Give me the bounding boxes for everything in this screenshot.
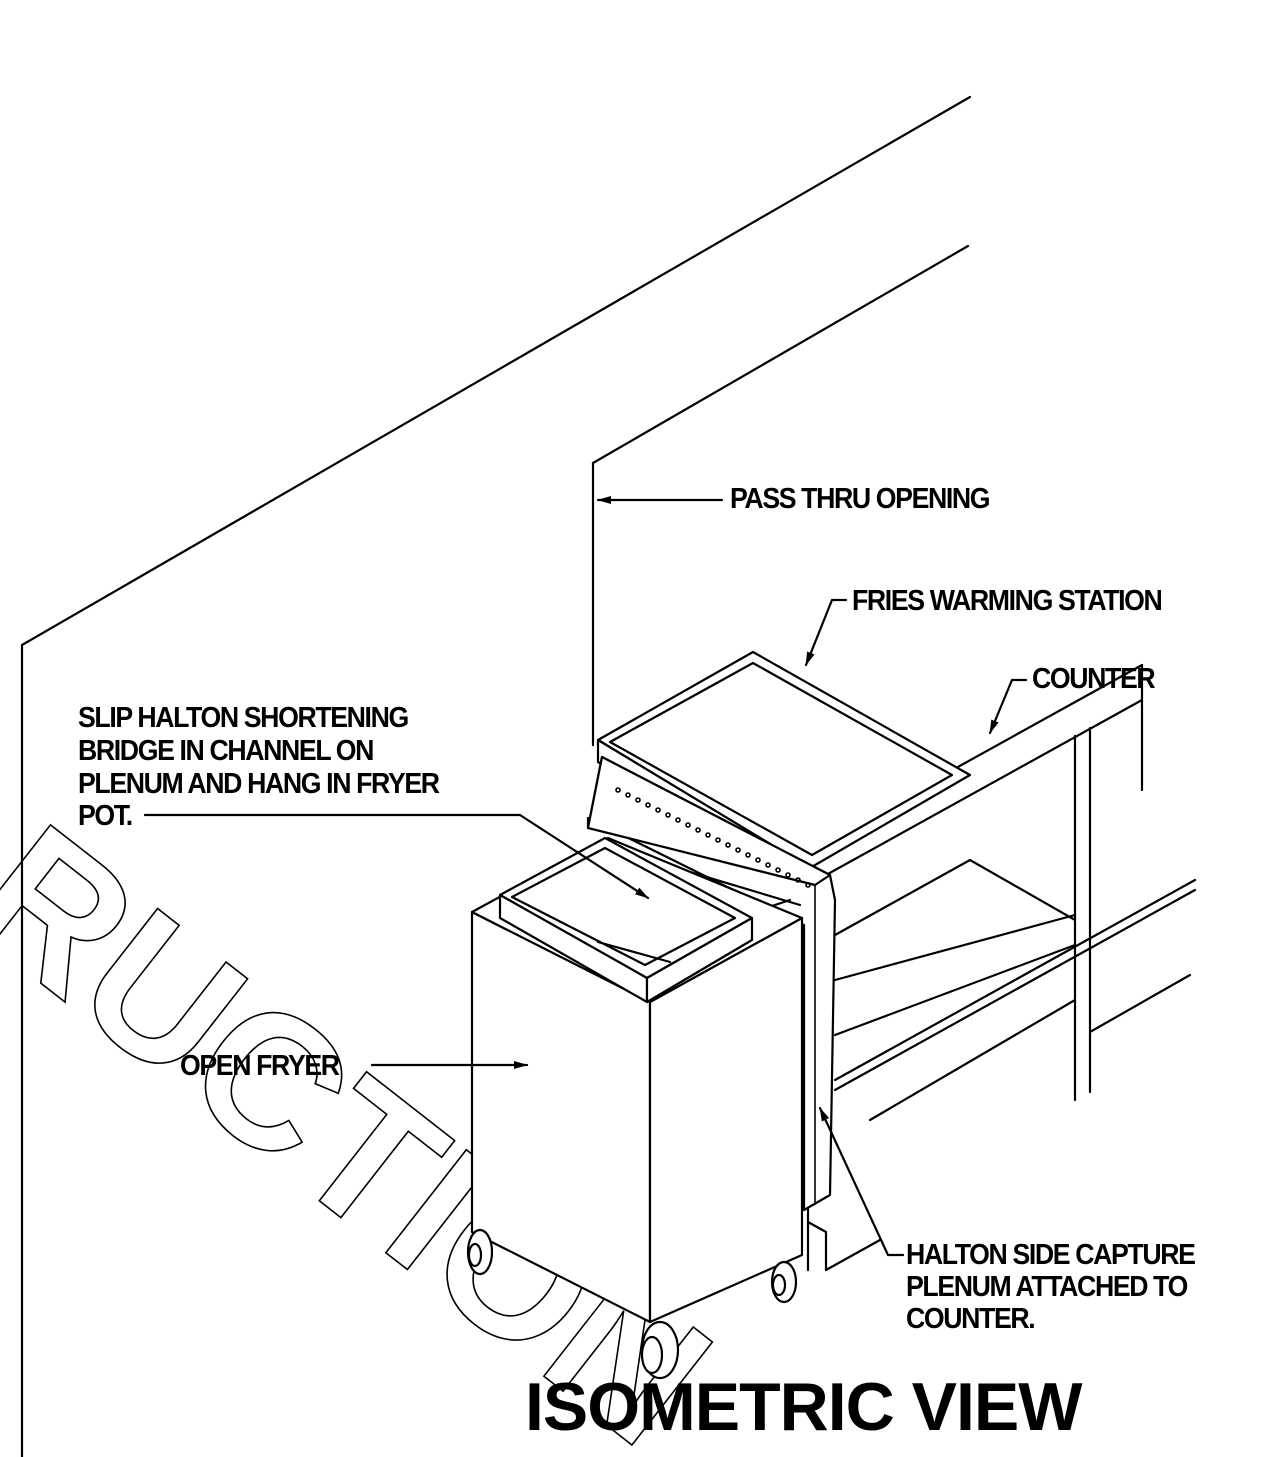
fryer-caster-front — [640, 1320, 680, 1380]
fryer-caster-side — [770, 1260, 798, 1304]
fries-station-label: FRIES WARMING STATION — [852, 585, 1163, 617]
left-wall — [20, 95, 972, 1457]
plenum-note-line-3: COUNTER. — [906, 1303, 1036, 1335]
drawing-title: ISOMETRIC VIEW — [525, 1369, 1082, 1445]
pass-thru-label: PASS THRU OPENING — [730, 483, 991, 515]
plenum-note-line-1: HALTON SIDE CAPTURE — [906, 1239, 1196, 1271]
plenum-perforations — [615, 787, 811, 888]
fryer-caster-back — [466, 1228, 494, 1276]
open-fryer-label: OPEN FRYER — [180, 1050, 340, 1082]
plenum-note-line-2: PLENUM ATTACHED TO — [906, 1271, 1188, 1303]
counter-drawing — [806, 663, 1197, 1272]
slip-note-line-1: SLIP HALTON SHORTENING — [78, 702, 409, 734]
slip-note-line-3: PLENUM AND HANG IN FRYER — [78, 768, 440, 800]
pass-thru-wall — [591, 244, 970, 747]
slip-note-line-2: BRIDGE IN CHANNEL ON — [78, 735, 374, 767]
slip-note-line-4: POT. — [78, 800, 133, 832]
open-fryer — [466, 836, 804, 1380]
counter-label: COUNTER — [1032, 663, 1156, 695]
leader-lines — [143, 496, 1028, 1257]
